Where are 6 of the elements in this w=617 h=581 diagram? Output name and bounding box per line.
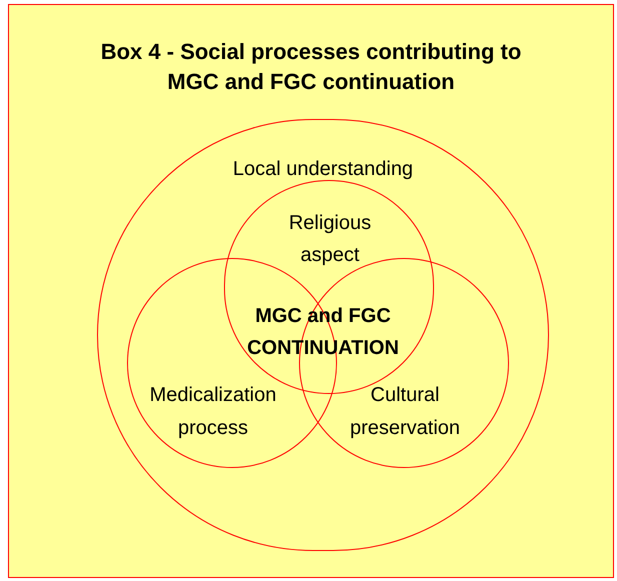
circle-label: Cultural preservation xyxy=(348,383,462,441)
circle-label: Local understanding xyxy=(232,157,414,182)
circle-label: Medicalization process xyxy=(148,383,278,441)
circle-label: Religious aspect xyxy=(288,211,372,268)
heading: Box 4 - Social processes contributing to MGC and FGC continuation xyxy=(100,38,522,96)
panel-box xyxy=(8,4,614,578)
